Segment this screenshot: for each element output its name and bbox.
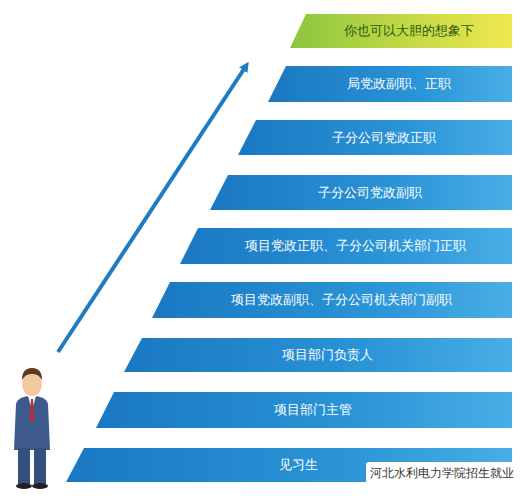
career-step-band: 项目党政副职、子分公司机关部门副职 (152, 282, 512, 318)
band-text: 项目党政正职、子分公司机关部门正职 (245, 237, 466, 255)
career-step-band: 局党政副职、正职 (268, 66, 512, 102)
band-text: 项目党政副职、子分公司机关部门副职 (231, 291, 452, 309)
person-figure (14, 368, 50, 489)
career-step-band: 项目党政正职、子分公司机关部门正职 (180, 228, 512, 264)
career-step-band: 子分公司党政副职 (210, 175, 512, 210)
career-step-band: 子分公司党政正职 (238, 120, 512, 155)
band-text: 局党政副职、正职 (347, 75, 451, 93)
career-step-band: 项目部门主管 (96, 392, 512, 428)
watermark: 河北水利电力学院招生就业 (366, 462, 520, 485)
career-step-band: 项目部门负责人 (124, 338, 512, 372)
band-text: 项目部门负责人 (282, 346, 373, 364)
highlight-band: 你也可以大胆的想象下 (290, 14, 512, 48)
band-text: 子分公司党政正职 (332, 129, 436, 147)
band-text: 项目部门主管 (274, 401, 352, 419)
watermark-text: 河北水利电力学院招生就业 (370, 465, 514, 482)
band-text: 见习生 (279, 456, 318, 474)
band-text: 你也可以大胆的想象下 (344, 22, 474, 40)
band-text: 子分公司党政副职 (318, 184, 422, 202)
